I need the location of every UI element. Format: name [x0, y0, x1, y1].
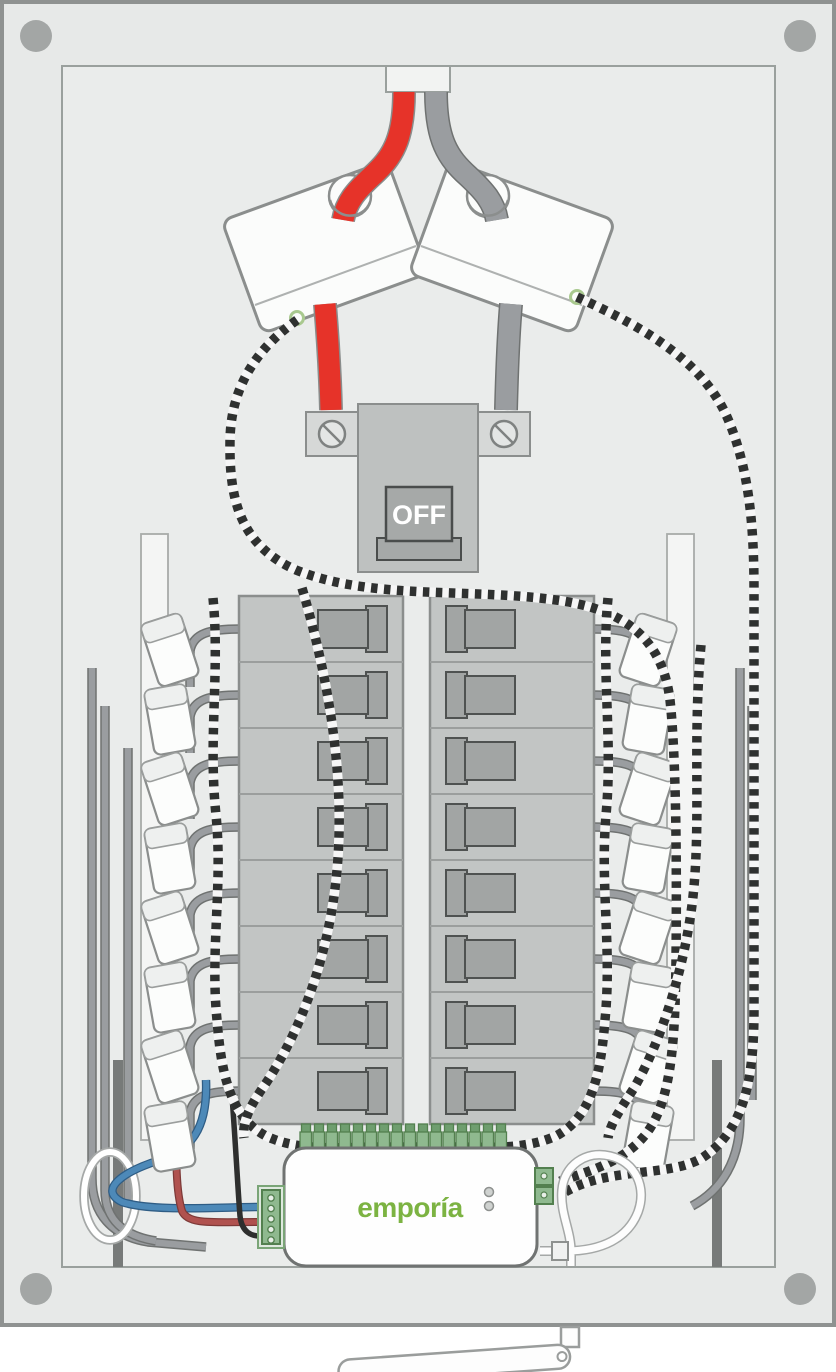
ct-sensor — [621, 683, 675, 756]
breaker-toggle-knob — [365, 869, 388, 917]
ct-sensor — [621, 961, 675, 1034]
service-entry-connector — [385, 65, 451, 93]
right-sensor-connector — [534, 1167, 554, 1205]
breaker-toggle-knob — [445, 803, 468, 851]
corner-screw — [20, 1273, 52, 1305]
connector-pin — [267, 1215, 275, 1223]
breaker-toggle-knob — [445, 737, 468, 785]
ct-sensor — [140, 751, 200, 827]
connector-pin — [267, 1194, 275, 1202]
rail-bar-left — [113, 1060, 123, 1267]
breaker-toggle-knob — [445, 935, 468, 983]
left-power-connector — [257, 1185, 285, 1249]
branch-wire — [186, 1021, 241, 1083]
breaker-toggle-knob — [365, 671, 388, 719]
breaker-toggle-knob — [445, 869, 468, 917]
ct-sensor — [618, 751, 678, 827]
coax-nut — [551, 1241, 569, 1261]
ct-notch-lip — [466, 199, 510, 217]
small-ct-stacks — [140, 612, 678, 1173]
status-leds — [483, 1186, 495, 1212]
antenna-stub — [559, 1325, 581, 1349]
ct-sensor — [621, 822, 675, 895]
corner-screw — [784, 20, 816, 52]
ct-sensor — [143, 1100, 197, 1173]
main-breaker-label: OFF — [392, 500, 446, 530]
brand-logo: emporía — [357, 1192, 463, 1223]
twisted-sensor-wire — [208, 597, 426, 1153]
ct-sensor — [143, 822, 197, 895]
connector-pin — [267, 1204, 275, 1213]
breaker-toggle-knob — [365, 1067, 388, 1115]
service-wire-gray-upper — [425, 91, 508, 223]
breaker-toggle — [464, 609, 516, 649]
power-wire-blue — [109, 1079, 261, 1212]
twisted-sensor-wire — [451, 597, 614, 1153]
corner-screws — [20, 20, 816, 1305]
breaker-toggle — [464, 807, 516, 847]
breaker-toggle — [317, 873, 369, 913]
antenna — [337, 1343, 572, 1372]
service-wire-gray-lower — [495, 303, 522, 411]
main-breaker: OFF — [305, 403, 531, 573]
connector-pin — [267, 1225, 275, 1234]
branch-wire-run — [101, 706, 157, 1245]
breaker-toggle-knob — [365, 803, 388, 851]
breaker-toggle-knob — [365, 605, 388, 653]
breaker-toggle-knob — [365, 737, 388, 785]
twisted-sensor-wire-under — [559, 292, 759, 1199]
status-led — [483, 1186, 495, 1198]
power-wire-black — [229, 1095, 261, 1239]
breaker-toggle — [464, 873, 516, 913]
breaker-toggle — [317, 741, 369, 781]
breaker-toggle-knob — [445, 1001, 468, 1049]
status-led — [483, 1200, 495, 1212]
breaker-toggle — [317, 609, 369, 649]
corner-screw — [784, 1273, 816, 1305]
breaker-toggle — [464, 1005, 516, 1045]
breaker-toggle — [464, 741, 516, 781]
antenna-assembly — [337, 1149, 647, 1372]
breaker-toggle — [317, 1005, 369, 1045]
rail-bar-right — [712, 1060, 722, 1267]
breaker-toggle-knob — [445, 671, 468, 719]
lug-screw-icon — [489, 419, 519, 449]
corner-screw — [20, 20, 52, 52]
main-breaker-handle — [384, 485, 454, 543]
emporia-monitor: emporía — [257, 1123, 554, 1268]
ct-sensor — [140, 890, 200, 966]
twisted-sensor-wire — [238, 586, 344, 1139]
hot-wire-red-upper — [332, 91, 415, 223]
antenna-hinge — [556, 1351, 568, 1363]
branch-wire — [186, 955, 241, 1017]
breaker-columns — [237, 594, 596, 1126]
breaker-toggle — [464, 675, 516, 715]
connector-pin — [267, 1236, 275, 1244]
breaker-toggle — [464, 1071, 516, 1111]
ct-sensor — [140, 612, 200, 688]
breaker-toggle-knob — [365, 935, 388, 983]
ct-sensor — [618, 890, 678, 966]
hot-wire-red-lower — [314, 303, 342, 411]
breaker-toggle — [317, 1071, 369, 1111]
terminal-strip — [299, 1123, 508, 1153]
ct-sensor — [140, 1029, 200, 1105]
service-wires — [289, 91, 585, 411]
sensor-leads — [208, 292, 759, 1199]
lug-screw-icon — [317, 419, 347, 449]
spare-wire-loop — [81, 1149, 139, 1243]
breaker-toggle-knob — [365, 1001, 388, 1049]
twisted-sensor-wire — [225, 316, 682, 1187]
twisted-sensor-wire — [603, 644, 706, 1139]
breaker-toggle-knob — [445, 1067, 468, 1115]
ct-sensor — [143, 961, 197, 1034]
ct-notch-lip — [328, 199, 372, 217]
breaker-toggle-knob — [445, 605, 468, 653]
breaker-toggle — [464, 939, 516, 979]
branch-wire — [186, 889, 241, 951]
